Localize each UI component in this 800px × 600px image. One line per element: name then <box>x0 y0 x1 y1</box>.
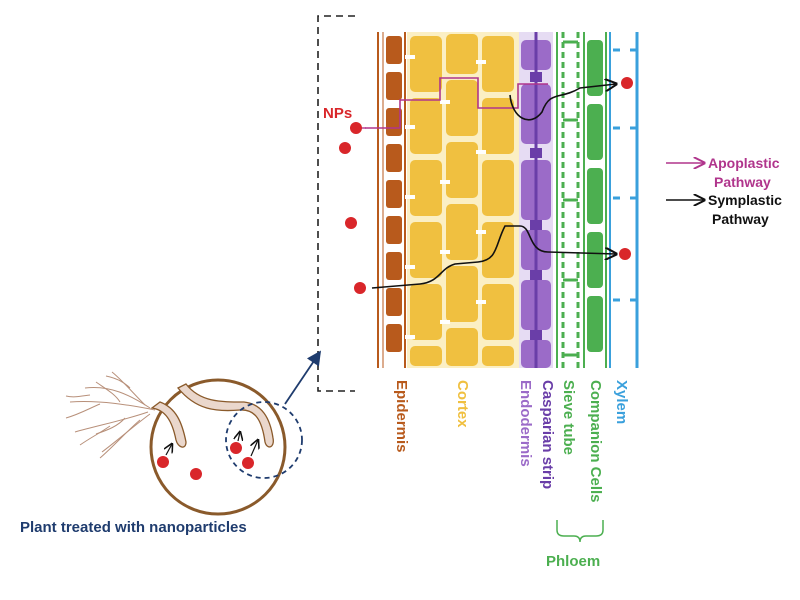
cortex-layer <box>405 32 519 368</box>
root-zoom-circle <box>225 401 303 479</box>
nanoparticle <box>619 248 631 260</box>
nanoparticle <box>242 457 254 469</box>
endodermis-layer <box>519 32 553 368</box>
symplastic-path-lower <box>371 225 616 289</box>
root-magnifier-circle <box>149 378 287 516</box>
legend: Apoplastic Pathway Symplastic Pathway <box>666 155 782 227</box>
caption: Plant treated with nanoparticles <box>20 519 247 536</box>
nanoparticle <box>350 122 362 134</box>
nanoparticle <box>339 142 351 154</box>
nanoparticle <box>621 77 633 89</box>
apoplastic-legend-label-1: Apoplastic <box>708 155 780 171</box>
apoplastic-path <box>365 77 548 129</box>
companion-cells-label: Companion Cells <box>587 380 604 503</box>
nanoparticle <box>157 456 169 468</box>
zoom-bracket <box>317 15 355 392</box>
nps-label: NPs <box>323 105 352 122</box>
xylem-label: Xylem <box>613 380 630 424</box>
epidermis-layer <box>377 32 406 368</box>
nanoparticle <box>230 442 242 454</box>
nanoparticle <box>345 217 357 229</box>
cortex-label: Cortex <box>454 380 471 428</box>
nanoparticle <box>190 468 202 480</box>
nanoparticle <box>354 282 366 294</box>
sieve-tube-label: Sieve tube <box>560 380 577 455</box>
casparian-strip-label: Casparian strip <box>539 380 556 489</box>
sieve-tube-layer <box>556 32 580 368</box>
phloem-brace <box>556 520 604 543</box>
symplastic-path-upper <box>509 84 616 121</box>
phloem-label: Phloem <box>546 553 600 570</box>
companion-cells-layer <box>583 32 607 368</box>
symplastic-legend-label-1: Symplastic <box>708 192 782 208</box>
epidermis-label: Epidermis <box>393 380 410 453</box>
root-illustration <box>65 350 322 516</box>
apoplastic-legend-label-2: Pathway <box>714 174 771 190</box>
zoom-arrow <box>284 350 322 405</box>
symplastic-legend-label-2: Pathway <box>712 211 769 227</box>
endodermis-label: Endodermis <box>517 380 534 467</box>
